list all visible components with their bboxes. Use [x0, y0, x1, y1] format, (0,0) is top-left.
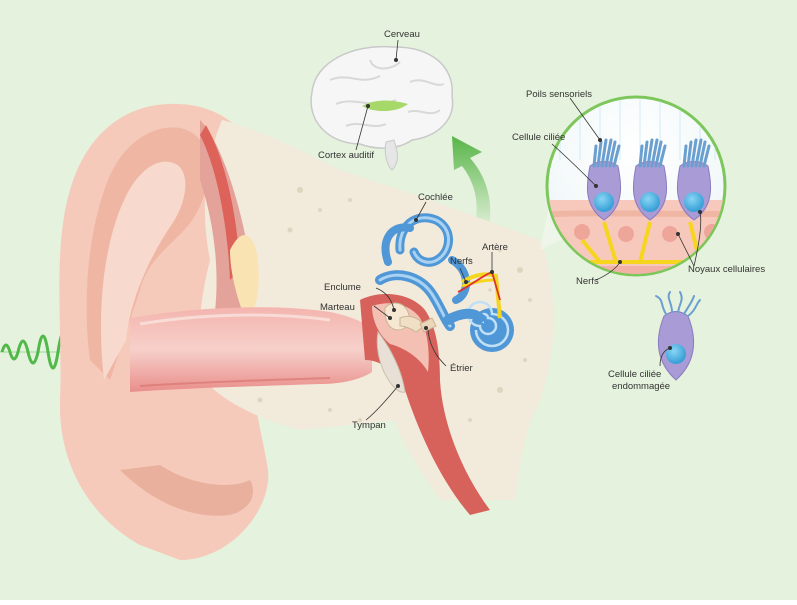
- labels: Cerveau Cortex auditif Poils sensoriels …: [318, 29, 765, 431]
- brain-illustration: [310, 45, 454, 171]
- label-cellule-ciliee: Cellule ciliée: [512, 132, 565, 143]
- label-nerfs-cells: Nerfs: [576, 276, 599, 287]
- label-artere: Artère: [482, 242, 508, 253]
- label-cellule-endommagee-2: endommagée: [612, 381, 670, 392]
- cochlea: [375, 213, 514, 352]
- label-cerveau: Cerveau: [384, 29, 420, 40]
- leader-lines: [355, 39, 702, 421]
- ossicles: [384, 302, 437, 333]
- hair-cell-1: [586, 138, 622, 221]
- label-cellule-endommagee-1: Cellule ciliée: [608, 369, 661, 380]
- hair-cell-3: [676, 138, 712, 221]
- label-enclume: Enclume: [324, 282, 361, 293]
- ear-canal: [130, 307, 372, 392]
- label-cochlee: Cochlée: [418, 192, 453, 203]
- damaged-hair-cell: [655, 291, 701, 381]
- label-marteau: Marteau: [320, 302, 355, 313]
- label-etrier: Étrier: [450, 363, 473, 374]
- label-nerfs-inner: Nerfs: [450, 256, 473, 267]
- signal-arrow: [452, 136, 491, 232]
- label-tympan: Tympan: [352, 420, 386, 431]
- label-noyaux-cellulaires: Noyaux cellulaires: [688, 264, 765, 275]
- label-poils-sensoriels: Poils sensoriels: [526, 89, 592, 100]
- label-cortex-auditif: Cortex auditif: [318, 150, 374, 161]
- hair-cell-2: [632, 138, 668, 221]
